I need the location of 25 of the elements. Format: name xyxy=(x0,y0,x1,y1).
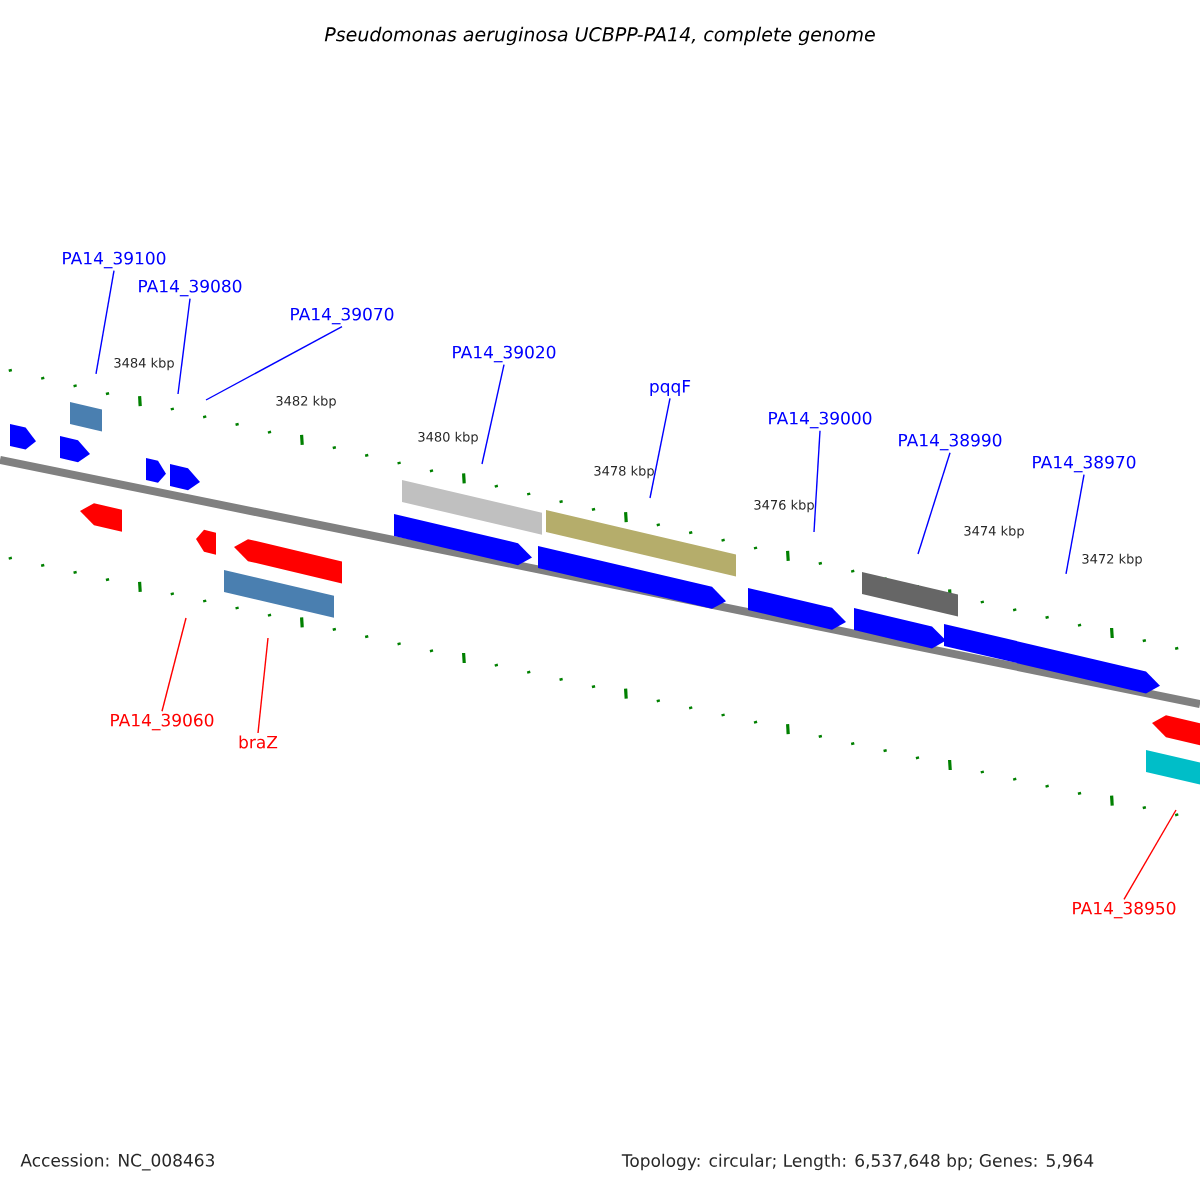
leader-line xyxy=(1123,809,1177,900)
leader-line xyxy=(205,326,343,401)
gene-label: PA14_39100 xyxy=(63,251,166,269)
gene-label: PA14_39080 xyxy=(139,279,242,297)
footer-text: Accession: NC_008463 xyxy=(20,1153,214,1171)
leader-line xyxy=(177,298,191,395)
footer-text: Topology: circular; Length: 6,537,648 bp; Genes: 5,964 xyxy=(621,1153,1094,1171)
gene-label: PA14_38970 xyxy=(1033,455,1136,473)
gene-label: PA14_39020 xyxy=(453,345,556,363)
gene-label: PA14_39070 xyxy=(291,307,394,325)
leader-line xyxy=(257,637,269,734)
leader-line xyxy=(95,270,115,375)
gene-label: PA14_39060 xyxy=(111,713,214,731)
gene-label: PA14_39000 xyxy=(769,411,872,429)
gene-label: PA14_38950 xyxy=(1073,901,1176,919)
leader-line xyxy=(1065,474,1085,575)
gene-label: pqqF xyxy=(650,380,691,396)
gene-label: PA14_38990 xyxy=(899,433,1002,451)
gene-label: braZ xyxy=(239,735,278,749)
leader-line xyxy=(917,452,951,555)
leader-line xyxy=(813,430,821,533)
leader-line xyxy=(481,364,505,465)
title: Pseudomonas aeruginosa UCBPP-PA14, complete genome xyxy=(324,26,875,46)
leader-line xyxy=(649,397,671,499)
leader-line xyxy=(161,617,187,712)
